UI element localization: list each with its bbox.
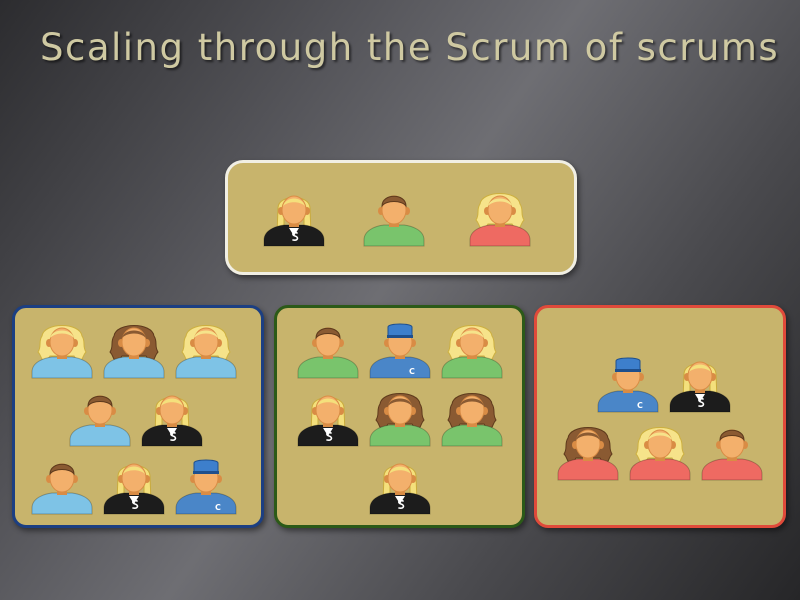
team-member-icon	[368, 458, 432, 515]
svg-text:C: C	[215, 503, 221, 512]
team-member-icon	[468, 190, 532, 247]
team-member-icon	[362, 190, 426, 247]
team-member-icon: C	[368, 322, 432, 379]
team-member-icon: C	[174, 458, 238, 515]
team-member-icon	[368, 390, 432, 447]
team-member-icon	[174, 322, 238, 379]
svg-text:C: C	[637, 401, 643, 410]
team-member-icon	[30, 322, 94, 379]
team-member-icon	[30, 458, 94, 515]
team-member-icon	[140, 390, 204, 447]
slide-title: Scaling through the Scrum of scrums	[40, 26, 780, 69]
team-member-icon	[102, 322, 166, 379]
team-member-icon	[296, 322, 360, 379]
red-team-box	[534, 305, 786, 528]
team-member-icon	[68, 390, 132, 447]
team-member-icon	[440, 390, 504, 447]
team-member-icon	[668, 356, 732, 413]
team-member-icon	[440, 322, 504, 379]
team-member-icon	[700, 424, 764, 481]
team-member-icon	[262, 190, 326, 247]
team-member-icon	[296, 390, 360, 447]
team-member-icon	[556, 424, 620, 481]
team-member-icon	[628, 424, 692, 481]
svg-text:C: C	[409, 367, 415, 376]
team-member-icon: C	[596, 356, 660, 413]
team-member-icon	[102, 458, 166, 515]
